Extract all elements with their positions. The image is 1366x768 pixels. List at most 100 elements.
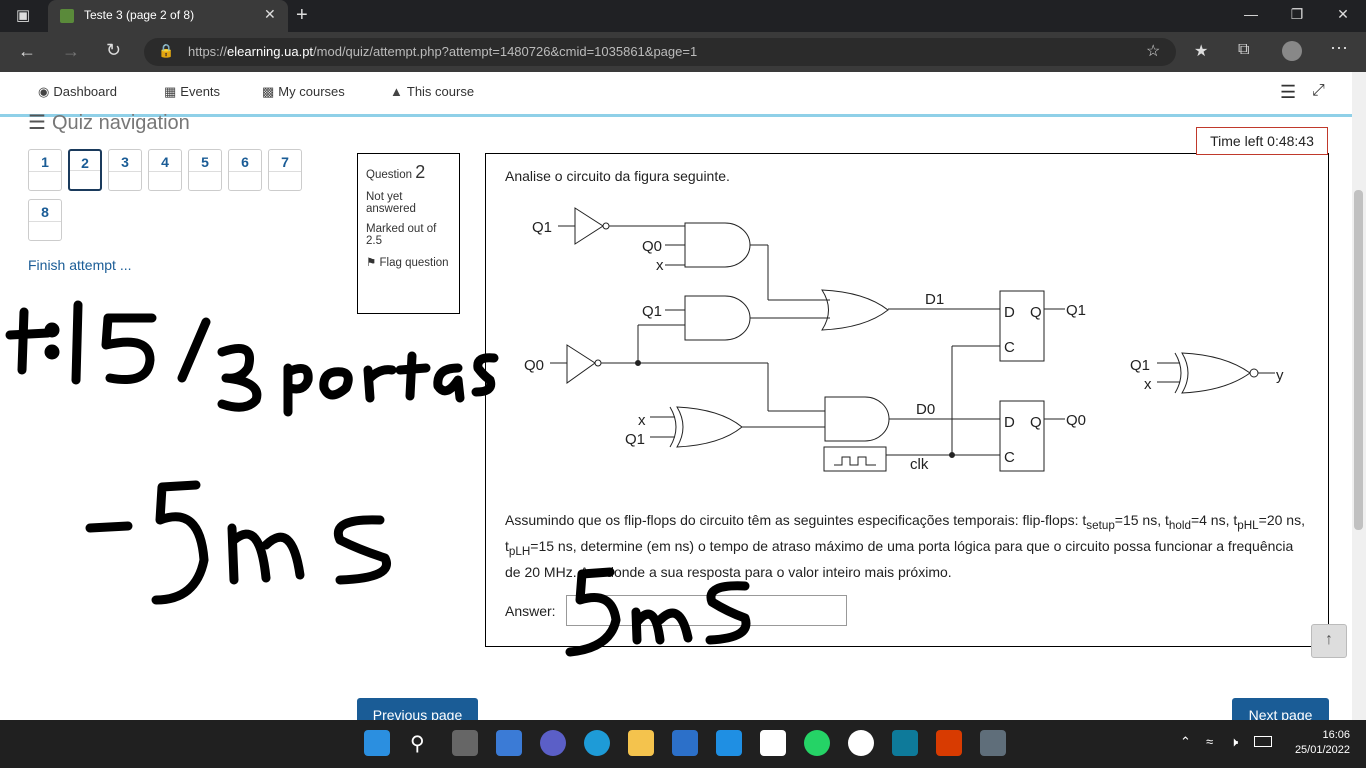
- back-icon[interactable]: ←: [18, 41, 36, 61]
- ff2-q-label: Q: [1030, 414, 1042, 431]
- nav-dashboard[interactable]: ◉Dashboard: [38, 84, 117, 99]
- tab-actions-icon[interactable]: ▣: [16, 7, 31, 24]
- flag-question[interactable]: ⚑ Flag question: [366, 257, 449, 269]
- quiz-nav-button-6[interactable]: 6: [228, 149, 262, 191]
- collapse-icon[interactable]: ⤢: [1312, 82, 1325, 99]
- label-q0-out: Q0: [1066, 412, 1086, 429]
- question-label: Question: [366, 169, 413, 181]
- wifi-icon[interactable]: ≈: [1206, 734, 1214, 749]
- window-close-icon[interactable]: ✕: [1337, 6, 1349, 22]
- add-favorite-icon[interactable]: ☆: [1146, 43, 1161, 60]
- label-d0: D0: [916, 401, 935, 418]
- label-q1-xnor: Q1: [1130, 357, 1150, 374]
- flip-flop-2: [999, 400, 1045, 472]
- question-info-box: Question 2 Not yet answered Marked out o…: [357, 153, 460, 314]
- label-x-xor: x: [638, 412, 646, 429]
- favorites-icon[interactable]: ★: [1194, 43, 1209, 60]
- github-icon[interactable]: [848, 730, 874, 756]
- quiz-nav-button-4[interactable]: 4: [148, 149, 182, 191]
- url-text[interactable]: https://elearning.ua.pt/mod/quiz/attempt…: [188, 44, 698, 59]
- store-icon[interactable]: [672, 730, 698, 756]
- ff1-q-label: Q: [1030, 304, 1042, 321]
- answer-label: Answer:: [505, 603, 556, 619]
- circuit-diagram: Q1 Q0 x Q1 D1 Q0 x Q1 D0 clk D Q C Q1 D …: [524, 207, 1284, 473]
- question-content: [485, 153, 1329, 647]
- lock-icon[interactable]: 🔒: [158, 43, 175, 58]
- tray-chevron-icon[interactable]: ⌃: [1180, 734, 1191, 749]
- moodle-favicon-icon: [60, 9, 74, 23]
- quiz-navigation-title: ☰Quiz navigation: [28, 112, 190, 134]
- block-drawer-icon[interactable]: ☰: [1280, 82, 1297, 102]
- sitemap-icon: ▲: [390, 84, 403, 99]
- quiz-nav-button-3[interactable]: 3: [108, 149, 142, 191]
- xor-gate: [676, 406, 743, 448]
- battery-icon[interactable]: [1254, 736, 1272, 747]
- ff1-d-label: D: [1004, 304, 1015, 321]
- forward-icon[interactable]: →: [62, 41, 80, 61]
- question-grade: Marked out of 2.5: [366, 223, 437, 247]
- label-y: y: [1276, 367, 1284, 384]
- task-view-icon[interactable]: [452, 730, 478, 756]
- finish-attempt-link[interactable]: Finish attempt ...: [28, 257, 132, 273]
- arrow-up-icon: ↑: [1325, 631, 1333, 648]
- browser-tab[interactable]: [48, 0, 288, 32]
- label-q1-and2: Q1: [642, 303, 662, 320]
- previous-page-button[interactable]: Previous page: [357, 698, 478, 724]
- collections-icon[interactable]: ⧉: [1238, 41, 1250, 58]
- scroll-to-top-button[interactable]: ↑: [1311, 624, 1347, 658]
- tab-title: Teste 3 (page 2 of 8): [84, 8, 195, 22]
- question-number: 2: [415, 162, 426, 182]
- ff2-c-label: C: [1004, 449, 1015, 466]
- calculator-icon[interactable]: [980, 730, 1006, 756]
- office-icon[interactable]: [936, 730, 962, 756]
- refresh-icon[interactable]: ↻: [106, 40, 122, 60]
- search-icon[interactable]: ⚲: [410, 733, 425, 755]
- windows-start-icon[interactable]: [364, 730, 390, 756]
- clock-source: [823, 446, 887, 472]
- widgets-icon[interactable]: [496, 730, 522, 756]
- quiz-nav-button-8[interactable]: 8: [28, 199, 62, 241]
- file-explorer-icon[interactable]: [628, 730, 654, 756]
- mail-icon[interactable]: [716, 730, 742, 756]
- dashboard-icon: ◉: [38, 84, 50, 99]
- answer-input[interactable]: [566, 595, 847, 626]
- label-x-xnor: x: [1144, 376, 1152, 393]
- scrollbar-thumb[interactable]: [1354, 190, 1363, 530]
- question-state: Not yet answered: [366, 191, 416, 215]
- arduino-icon[interactable]: [892, 730, 918, 756]
- next-page-button[interactable]: Next page: [1232, 698, 1329, 724]
- profile-avatar[interactable]: [1282, 41, 1302, 61]
- minimize-icon[interactable]: —: [1244, 6, 1258, 22]
- label-q1-xor: Q1: [625, 431, 645, 448]
- and-gate-1: [684, 222, 751, 268]
- volume-icon[interactable]: 🕨: [1230, 734, 1239, 749]
- quiz-nav-button-2[interactable]: 2: [68, 149, 102, 191]
- label-q0-in: Q0: [524, 357, 544, 374]
- nav-this-course[interactable]: ▲This course: [390, 84, 475, 99]
- quiz-timer: Time left 0:48:43: [1196, 127, 1328, 155]
- hamburger-icon[interactable]: ☰: [28, 112, 46, 134]
- ff2-d-label: D: [1004, 414, 1015, 431]
- and-gate-2: [684, 295, 751, 341]
- label-d1: D1: [925, 291, 944, 308]
- restore-icon[interactable]: ❐: [1290, 6, 1304, 22]
- quiz-nav-button-1[interactable]: 1: [28, 149, 62, 191]
- more-menu-icon[interactable]: ⋯: [1330, 38, 1348, 58]
- label-q1-top: Q1: [532, 219, 552, 236]
- close-tab-icon[interactable]: ✕: [264, 6, 276, 22]
- nav-my-courses[interactable]: ▩My courses: [262, 84, 345, 99]
- quiz-nav-button-7[interactable]: 7: [268, 149, 302, 191]
- flag-icon: ⚑: [366, 257, 380, 269]
- dropbox-icon[interactable]: [760, 730, 786, 756]
- whatsapp-icon[interactable]: [804, 730, 830, 756]
- new-tab-icon[interactable]: +: [296, 4, 308, 26]
- question-intro: Analise o circuito da figura seguinte.: [505, 168, 730, 184]
- xnor-gate: [1181, 352, 1251, 394]
- quiz-nav-button-5[interactable]: 5: [188, 149, 222, 191]
- chat-icon[interactable]: [540, 730, 566, 756]
- question-text: Assumindo que os flip-flops do circuito …: [505, 512, 1305, 580]
- address-bar[interactable]: [144, 38, 1176, 66]
- nav-events[interactable]: ▦Events: [164, 84, 221, 99]
- edge-icon[interactable]: [584, 730, 610, 756]
